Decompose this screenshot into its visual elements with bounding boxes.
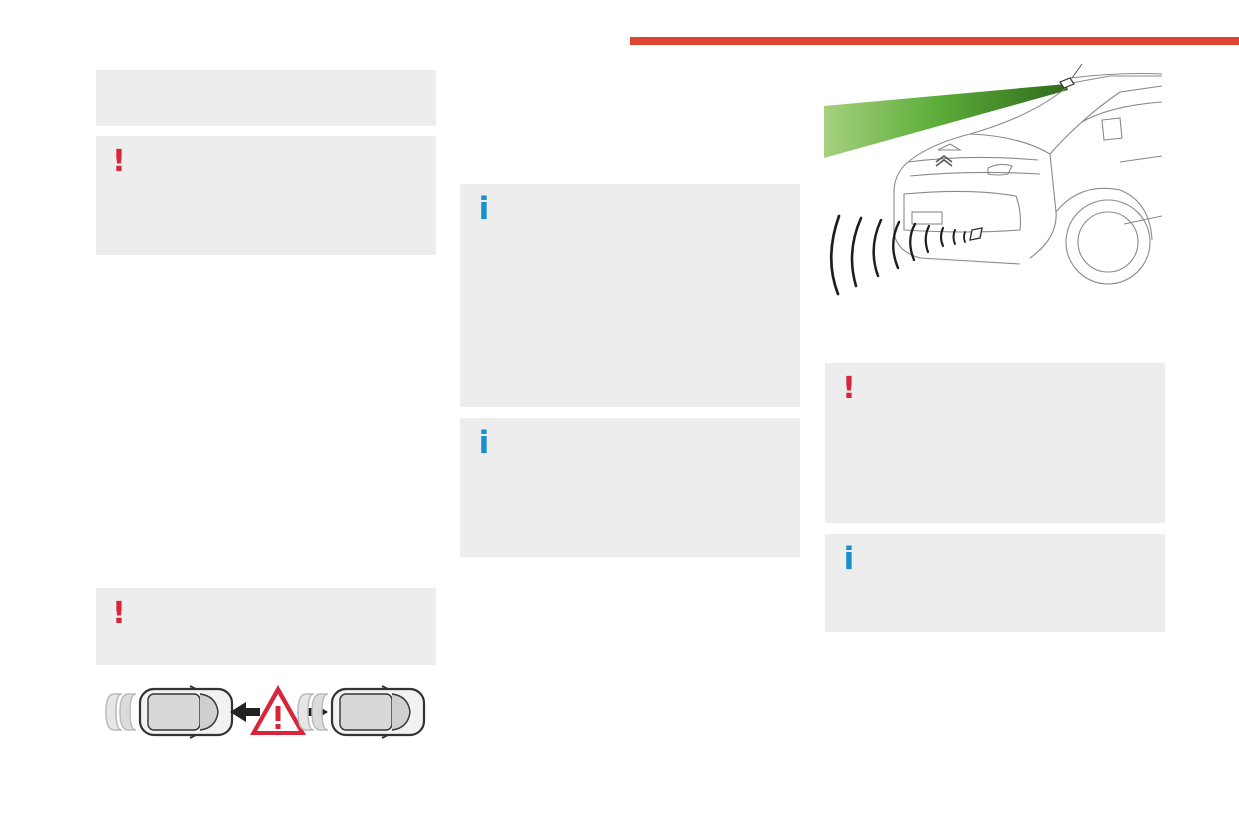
exclamation-mark-icon: ! xyxy=(112,144,126,179)
note-box-plain xyxy=(96,70,436,126)
info-i-icon: i xyxy=(843,541,855,577)
van-sensor-illustration xyxy=(824,63,1163,296)
warning-box: ! xyxy=(96,588,436,665)
warning-box: ! xyxy=(96,136,436,255)
car-top-view-icon xyxy=(330,685,426,739)
radar-sensor-icon xyxy=(969,227,983,241)
info-box: i xyxy=(460,184,800,407)
warning-box: ! xyxy=(825,363,1165,523)
brand-logo-icon xyxy=(935,155,953,167)
info-box: i xyxy=(460,418,800,557)
info-i-icon: i xyxy=(478,425,490,461)
camera-beam xyxy=(824,84,1068,158)
camera-icon xyxy=(1059,63,1083,89)
distance-arrow-icon xyxy=(230,702,260,722)
van-outline xyxy=(893,72,1163,285)
exclamation-mark-icon: ! xyxy=(842,371,856,406)
header-accent-bar xyxy=(630,37,1239,45)
info-i-icon: i xyxy=(478,191,490,227)
info-box: i xyxy=(825,534,1165,632)
warning-triangle-icon xyxy=(250,685,306,735)
motion-trail-icon xyxy=(105,693,137,731)
vehicle-distance-illustration xyxy=(105,685,426,739)
motion-trail-icon xyxy=(297,693,329,731)
car-top-view-icon xyxy=(138,685,234,739)
radar-waves-icon xyxy=(829,214,966,296)
exclamation-mark-icon: ! xyxy=(112,596,126,631)
